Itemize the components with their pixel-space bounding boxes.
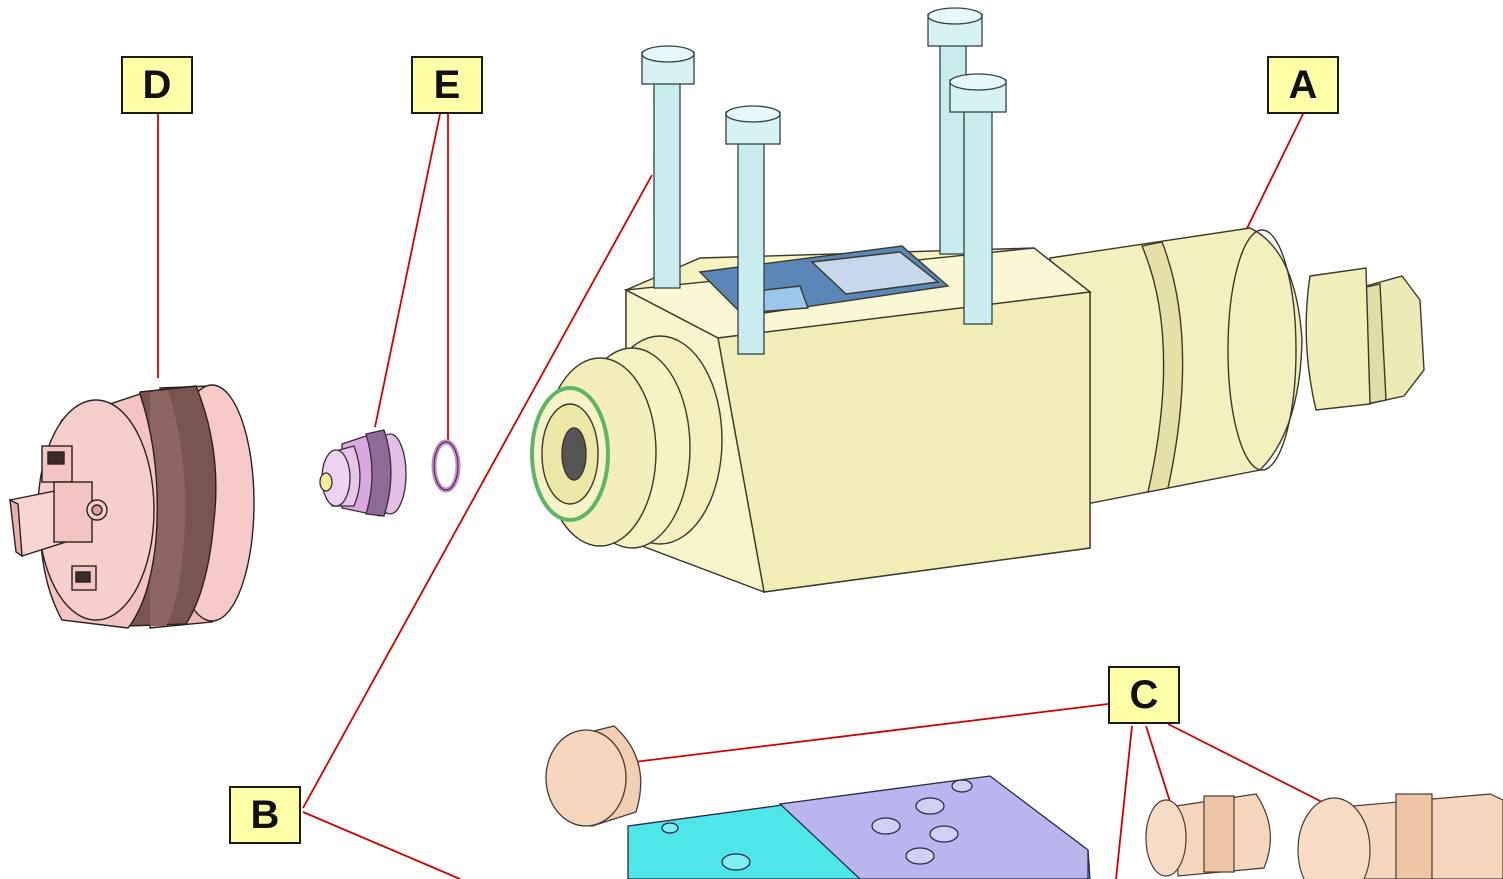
o-ring-part-e [431,439,461,493]
leader-c-1 [625,703,1109,764]
leader-c-2 [1115,725,1133,879]
callout-a: A [1267,56,1339,114]
leader-b-1 [302,174,653,809]
screw-1 [641,45,695,289]
mounting-screws-part-b [641,7,1007,355]
screw-4 [949,73,1007,325]
plug-part-c-1 [545,725,642,827]
leader-lines [157,113,1339,879]
leader-c-4 [1167,723,1339,811]
callout-d: D [121,56,193,114]
leader-e-1 [374,113,441,428]
fitting-part-c-2 [1145,793,1271,877]
pilot-valve-part-e [319,429,407,517]
screw-2 [725,105,781,355]
screw-3 [927,7,983,255]
leader-c-3 [1145,725,1173,809]
leader-b-2 [302,811,461,879]
callout-e: E [411,56,483,114]
callout-c: C [1108,666,1180,724]
fitting-part-c-3 [1297,793,1503,879]
manifold-block [627,775,1091,879]
knob-part-d [9,384,255,629]
callout-b: B [229,786,301,844]
